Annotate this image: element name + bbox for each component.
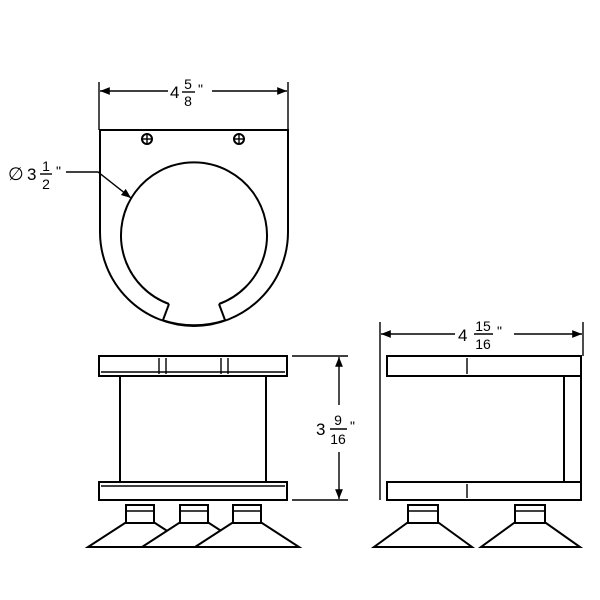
front-top-plate	[98, 355, 288, 377]
side-bottom-plate	[386, 481, 582, 501]
height-whole: 3	[316, 420, 325, 439]
height-unit: "	[350, 418, 355, 434]
suction-foot	[477, 504, 584, 548]
side-view: 4 15 16 "	[370, 318, 584, 548]
side-width-unit: "	[497, 323, 502, 339]
diameter-whole: 3	[27, 165, 36, 184]
height-den: 16	[330, 431, 346, 447]
top-width-whole: 4	[170, 83, 179, 102]
slot-edge	[162, 319, 226, 326]
dimension-top-width: 4 5 8 "	[98, 76, 289, 130]
dimension-height: 3 9 16 "	[292, 355, 355, 501]
side-back-wall	[563, 375, 582, 483]
screw-icon	[233, 133, 245, 145]
top-width-den: 8	[184, 93, 192, 109]
screw-icon	[141, 133, 153, 145]
holder-ring-opening	[162, 303, 226, 321]
top-width-num: 5	[184, 76, 192, 92]
dimension-diameter: ∅ 3 1 2 "	[8, 158, 132, 199]
suction-foot	[370, 504, 476, 548]
side-width-num: 15	[475, 318, 491, 334]
dimension-side-width: 4 15 16 "	[379, 318, 584, 500]
height-num: 9	[334, 412, 342, 428]
diameter-symbol: ∅	[8, 164, 24, 184]
diameter-num: 1	[42, 158, 50, 174]
suction-foot	[191, 504, 303, 548]
holder-ring	[120, 161, 268, 305]
front-body	[119, 375, 267, 483]
side-width-den: 16	[475, 336, 491, 352]
top-width-unit: "	[198, 81, 203, 97]
front-view: 3 9 16 "	[84, 355, 355, 548]
side-width-whole: 4	[458, 326, 467, 345]
diameter-unit: "	[56, 163, 61, 179]
side-top-plate	[386, 355, 582, 377]
diameter-den: 2	[42, 176, 50, 192]
front-bottom-plate	[98, 481, 288, 501]
top-view: 4 5 8 " ∅ 3 1 2 "	[8, 76, 289, 327]
